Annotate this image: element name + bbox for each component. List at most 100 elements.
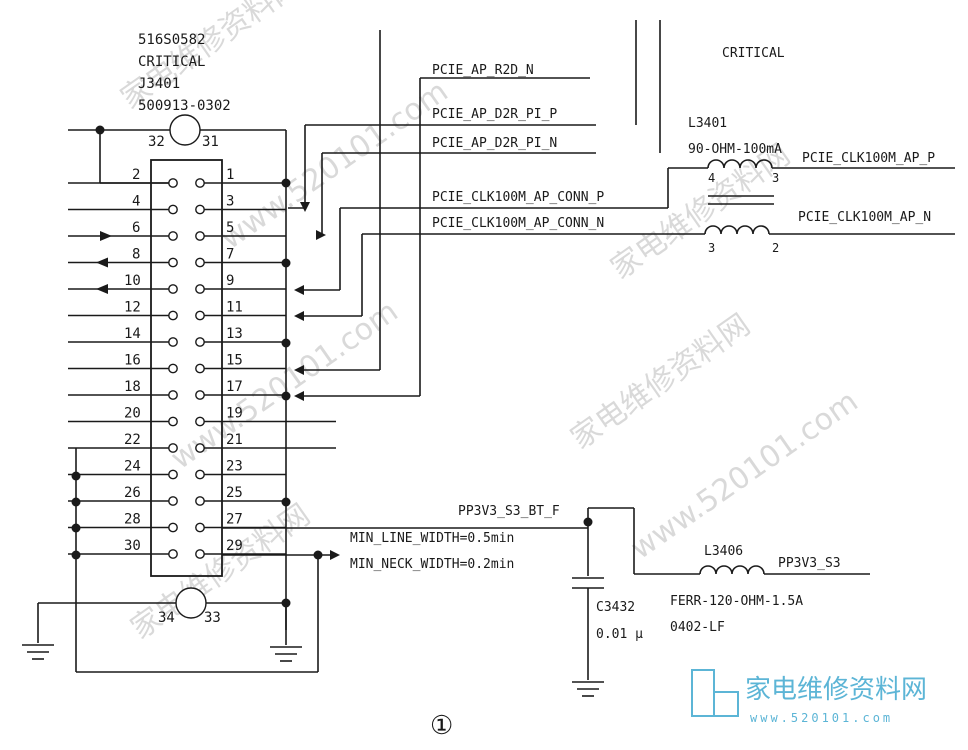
constraint-label: MIN_NECK_WIDTH=0.2min [350,557,514,572]
pin-circle [168,496,178,506]
pin-number-left: 8 [132,247,140,263]
pin-number-right: 15 [226,353,243,369]
junction-dot [71,523,81,533]
pin-number-left: 2 [132,167,140,183]
pin-circle [168,390,178,400]
pin-number-left: 26 [124,485,141,501]
mount-pin-label: 33 [204,610,221,626]
pin-circle [195,443,205,453]
pin-circle [195,231,205,241]
inductor-coil [704,225,770,235]
pin-number-left: 4 [132,194,140,210]
l3401-value: 90-OHM-100mA [688,142,782,157]
pin-circle [195,390,205,400]
pin-number-right: 7 [226,247,234,263]
l3401-pin: 2 [772,241,779,255]
connector-part-number: 516S0582 [138,32,205,48]
pin-circle [195,204,205,215]
pin-circle [195,522,205,533]
site-logo: 家电维修资料网 www.520101.com [691,669,927,725]
pin-number-left: 12 [124,300,141,316]
l3401-pin: 3 [772,171,779,185]
watermark-text: www.520101.com [625,384,865,567]
pin-number-left: 18 [124,379,141,395]
pin-number-right: 13 [226,326,243,342]
junction-dot [71,471,81,481]
junction-dot [281,497,291,507]
pin-circle [168,178,178,188]
l3401-refdes: L3401 [688,116,727,131]
signal-arrow [96,284,108,294]
net-label: PCIE_AP_D2R_PI_N [432,136,557,151]
l3406-value: FERR-120-OHM-1.5A [670,594,803,609]
pin-circle [168,231,178,241]
junction-dot [281,178,291,188]
net-label: PCIE_CLK100M_AP_N [798,210,931,225]
pin-number-right: 11 [226,300,243,316]
pin-circle [168,284,178,294]
pin-number-right: 5 [226,220,234,236]
mount-circle-bottom [175,587,207,619]
figure-label: ① [430,711,453,741]
ground-symbol [22,644,54,660]
connector-critical: CRITICAL [138,54,205,70]
pin-circle [168,204,178,215]
watermark-text: 家电维修资料网 [605,137,797,286]
net-label: PP3V3_S3 [778,556,841,571]
mount-pin-label: 31 [202,134,219,150]
pin-circle [195,257,205,268]
l3401-critical: CRITICAL [722,46,785,61]
pin-number-left: 14 [124,326,141,342]
pin-number-right: 21 [226,432,243,448]
connector-model: 500913-0302 [138,98,231,114]
mount-pin-label: 32 [148,134,165,150]
pin-number-left: 6 [132,220,140,236]
signal-arrow [96,257,108,268]
pin-number-left: 10 [124,273,141,289]
pin-circle [168,549,178,559]
junction-dot [281,391,291,401]
pin-number-right: 1 [226,167,234,183]
pin-number-left: 16 [124,353,141,369]
junction-dot [281,338,291,348]
l3406-refdes: L3406 [704,544,743,559]
pin-circle [195,178,205,188]
pin-circle [195,284,205,294]
pin-number-left: 30 [124,538,141,554]
net-label: PCIE_CLK100M_AP_P [802,151,935,166]
net-label: PCIE_CLK100M_AP_CONN_P [432,190,604,205]
pin-number-right: 25 [226,485,243,501]
pin-number-left: 22 [124,432,141,448]
signal-arrow [100,231,112,241]
pin-number-left: 24 [124,459,141,475]
pin-number-left: 20 [124,406,141,422]
watermark-text: www.520101.com [215,74,455,257]
c3432-value: 0.01 µ [596,627,643,642]
c3432-refdes: C3432 [596,600,635,615]
ground-symbol [572,681,604,697]
pin-circle [195,549,205,559]
mount-circle-top [169,114,201,146]
l3401-pin: 3 [708,241,715,255]
watermark-text: 家电维修资料网 [565,307,757,456]
pin-circle [168,522,178,533]
pin-circle [195,310,205,321]
net-label: PCIE_AP_D2R_PI_P [432,107,557,122]
ferrite-coil [699,565,765,575]
pin-circle [168,416,178,427]
pin-circle [195,469,205,480]
l3401-pin: 4 [708,171,715,185]
logo-text: 家电维修资料网 [745,675,927,705]
l3406-package: 0402-LF [670,620,725,635]
pin-circle [168,469,178,480]
pin-number-right: 17 [226,379,243,395]
pin-circle [195,363,205,374]
mount-pin-label: 34 [158,610,175,626]
junction-dot [281,258,291,268]
pin-number-right: 27 [226,512,243,528]
pin-circle [195,416,205,427]
pin-number-right: 9 [226,273,234,289]
connector-refdes: J3401 [138,76,180,92]
pin-circle [195,496,205,506]
